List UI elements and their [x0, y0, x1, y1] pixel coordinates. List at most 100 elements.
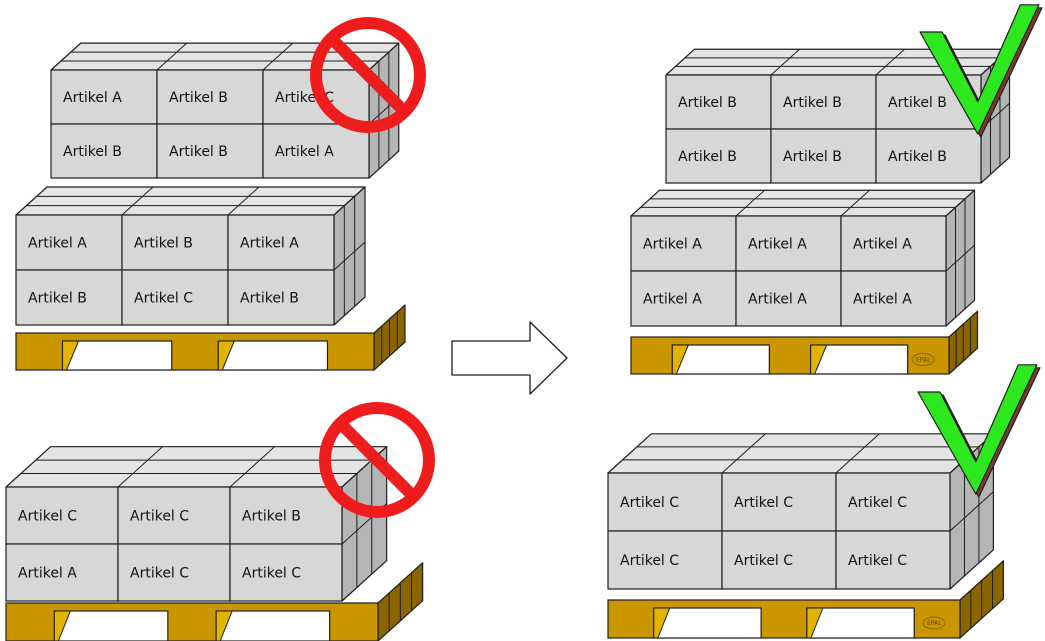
box-label: Artikel A	[853, 237, 912, 253]
pallet-base	[15, 304, 406, 371]
box-label: Artikel B	[63, 144, 122, 160]
box-seam	[721, 433, 766, 474]
box-label: Artikel C	[134, 291, 193, 307]
box-face	[735, 270, 842, 327]
box-seam	[156, 42, 188, 71]
box-label: Artikel A	[240, 236, 299, 252]
pallet-inner-board	[62, 340, 80, 371]
epal-logo-text: EPAL	[916, 357, 931, 364]
pallet-opening	[806, 607, 915, 639]
box-label: Artikel B	[783, 149, 842, 165]
checkmark-icon	[919, 4, 1043, 138]
checkmark-icon	[917, 364, 1041, 498]
box-block-top	[15, 186, 366, 216]
pallet-mixed-two-layer: Artikel A Artikel B Artikel A Artikel B Arti…	[15, 42, 406, 371]
checkmark-shape	[919, 4, 1040, 135]
box-label: Artikel B	[678, 149, 737, 165]
epal-logo	[922, 616, 946, 630]
no-entry-bar	[326, 33, 410, 117]
epal-logo-text: EPAL	[927, 620, 942, 627]
box-face	[607, 472, 723, 532]
right-arrow-icon	[451, 321, 568, 395]
box-seam	[840, 189, 870, 217]
no-entry-ring	[310, 17, 426, 133]
box-label: Artikel B	[888, 95, 947, 111]
no-entry-icon	[310, 17, 426, 133]
checkmark-shape	[917, 364, 1038, 495]
box-label: Artikel A	[643, 292, 702, 308]
box-label: Artikel A	[748, 292, 807, 308]
box-face	[227, 269, 335, 326]
no-entry-ring	[319, 402, 435, 518]
box-block: Artikel A Artikel A Artikel A Artikel A Arti…	[630, 189, 976, 327]
pallet-opening	[217, 340, 329, 371]
box-face	[121, 269, 229, 326]
box-face	[50, 69, 158, 125]
box-face	[875, 128, 982, 184]
box-face	[227, 214, 335, 271]
box-face	[156, 123, 264, 179]
box-label: Artikel C	[734, 495, 793, 511]
box-face	[840, 215, 947, 272]
box-face	[835, 530, 951, 590]
box-label: Artikel A	[275, 144, 334, 160]
no-entry-icon	[319, 402, 435, 518]
pallet-inner-board	[53, 610, 71, 641]
pallet-inner-board	[653, 607, 671, 639]
box-label: Artikel B	[783, 95, 842, 111]
box-label: Artikel C	[734, 553, 793, 569]
box-block-top	[607, 433, 995, 474]
box-label: Artikel A	[28, 236, 87, 252]
pallet-inner-board	[217, 340, 235, 371]
box-label: Artikel A	[643, 237, 702, 253]
right-arrow-shape	[451, 321, 568, 395]
box-label: Artikel B	[169, 144, 228, 160]
box-face	[770, 74, 877, 130]
box-label: Artikel C	[620, 553, 679, 569]
box-face	[840, 270, 947, 327]
box-label: Artikel C	[242, 566, 301, 582]
pallet-inner-board	[215, 610, 233, 641]
pallet-base	[5, 562, 424, 641]
pallet-inner-board	[671, 344, 689, 375]
pallet-opening	[810, 344, 909, 375]
box-block: Artikel B Artikel B Artikel B Artikel B Arti…	[665, 48, 1011, 184]
pallet-opening	[61, 340, 173, 371]
box-seam	[262, 42, 294, 71]
box-face	[665, 74, 772, 130]
box-seam	[227, 186, 260, 216]
box-label: Artikel B	[134, 236, 193, 252]
box-label: Artikel B	[678, 95, 737, 111]
box-face	[15, 269, 123, 326]
box-seam	[121, 186, 154, 216]
pallet-base: EPAL	[630, 310, 979, 375]
box-label: Artikel C	[620, 495, 679, 511]
box-face	[229, 543, 343, 602]
box-label: Artikel A	[853, 292, 912, 308]
box-face	[770, 128, 877, 184]
box-label: Artikel C	[18, 509, 77, 525]
box-face	[50, 123, 158, 179]
pallet-opening	[53, 610, 169, 641]
box-face	[630, 270, 737, 327]
box-label: Artikel B	[169, 90, 228, 106]
box-seam	[229, 446, 275, 488]
box-label: Artikel C	[848, 495, 907, 511]
box-seam	[835, 433, 880, 474]
box-face	[117, 543, 231, 602]
box-face	[665, 128, 772, 184]
box-seam	[875, 48, 905, 76]
box-face	[735, 215, 842, 272]
box-block: Artikel C Artikel C Artikel C Artikel C Arti…	[607, 433, 995, 590]
box-label: Artikel B	[888, 149, 947, 165]
box-face	[607, 530, 723, 590]
pallet-base: EPAL	[607, 560, 1005, 639]
box-label: Artikel C	[130, 566, 189, 582]
box-block-top	[630, 189, 976, 217]
